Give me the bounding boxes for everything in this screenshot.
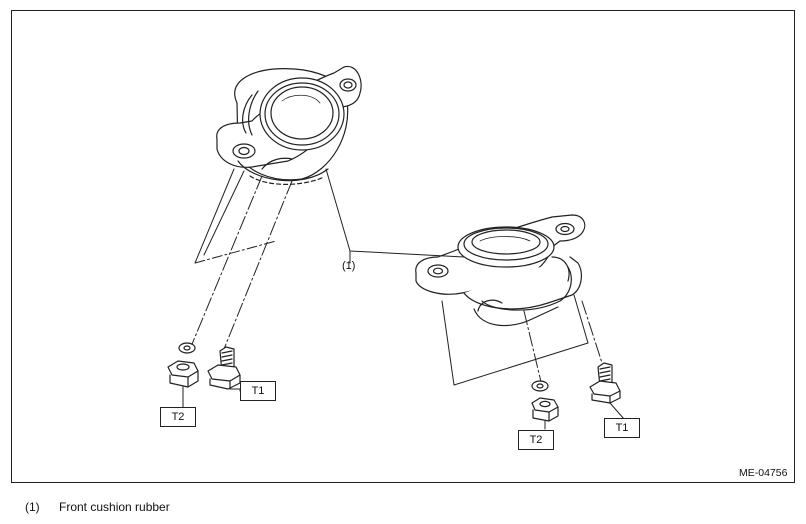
- cushion-rubber-left: [216, 65, 362, 185]
- bolt-right: [589, 362, 621, 404]
- torque-label-t1-right: T1: [604, 418, 640, 438]
- bolt-left: [207, 346, 241, 390]
- callout-1-leader: [325, 168, 465, 264]
- cushion-rubber-right: [415, 214, 586, 327]
- right-stud-lines: [441, 294, 605, 387]
- callout-1-label: (1): [342, 260, 356, 272]
- legend-item-number: (1): [25, 500, 40, 514]
- legend-item-text: Front cushion rubber: [59, 500, 170, 514]
- washer-right: [531, 380, 549, 392]
- legend: (1) Front cushion rubber: [25, 500, 170, 514]
- washer-left: [178, 342, 196, 354]
- nut-left: [167, 360, 199, 388]
- exploded-view-drawing: [167, 65, 625, 430]
- figure-code: ME-04756: [739, 467, 788, 479]
- torque-label-t2-right: T2: [518, 430, 554, 450]
- torque-label-t2-left: T2: [160, 407, 196, 427]
- left-stud-lines: [189, 168, 293, 350]
- diagram-frame: (1) T1 T2 T2 T1 ME-04756: [11, 10, 795, 483]
- nut-right: [531, 397, 559, 422]
- torque-label-t1-left: T1: [240, 381, 276, 401]
